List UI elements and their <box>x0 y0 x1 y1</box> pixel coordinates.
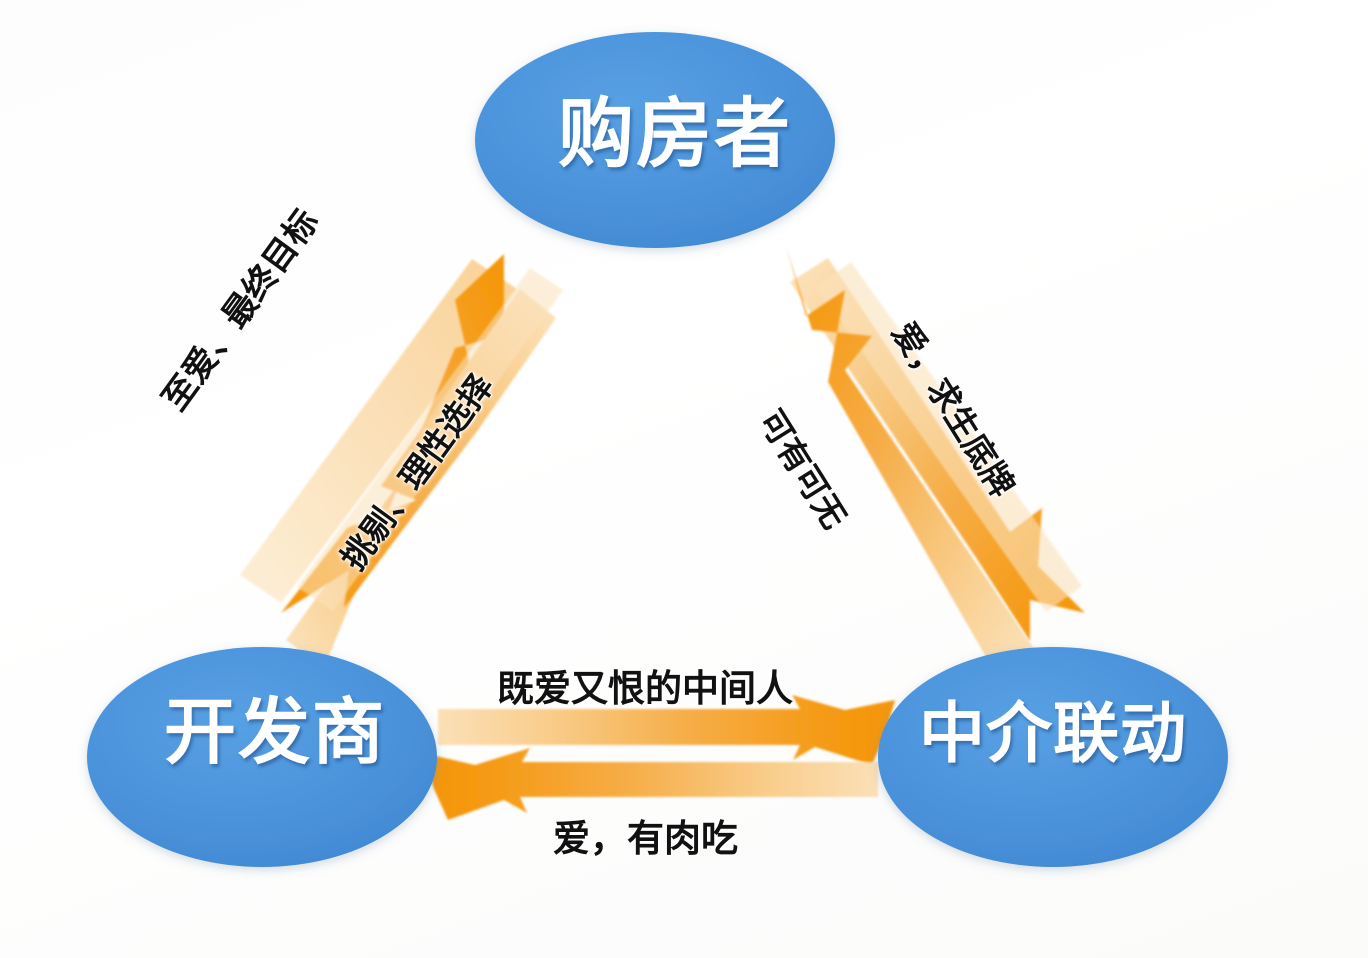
node-developer[interactable] <box>87 647 437 867</box>
edge-group-left <box>240 254 563 668</box>
edge-label-dev-to-agency: 既爱又恨的中间人 <box>497 668 793 709</box>
edge-group-bottom <box>423 695 895 820</box>
node-agency[interactable] <box>878 647 1228 867</box>
arrow-agency-to-dev <box>423 748 878 820</box>
arrow-dev-to-buyer <box>240 259 517 603</box>
node-buyer[interactable] <box>475 32 835 248</box>
edge-label-agency-to-dev: 爱，有肉吃 <box>553 818 738 859</box>
edge-group-right <box>786 246 1085 676</box>
arrow-right-faint-tail <box>816 262 1082 612</box>
arrow-left-faint-tail <box>297 268 563 611</box>
arrow-dev-to-agency <box>438 695 895 765</box>
arrow-agency-to-buyer <box>786 246 1035 676</box>
